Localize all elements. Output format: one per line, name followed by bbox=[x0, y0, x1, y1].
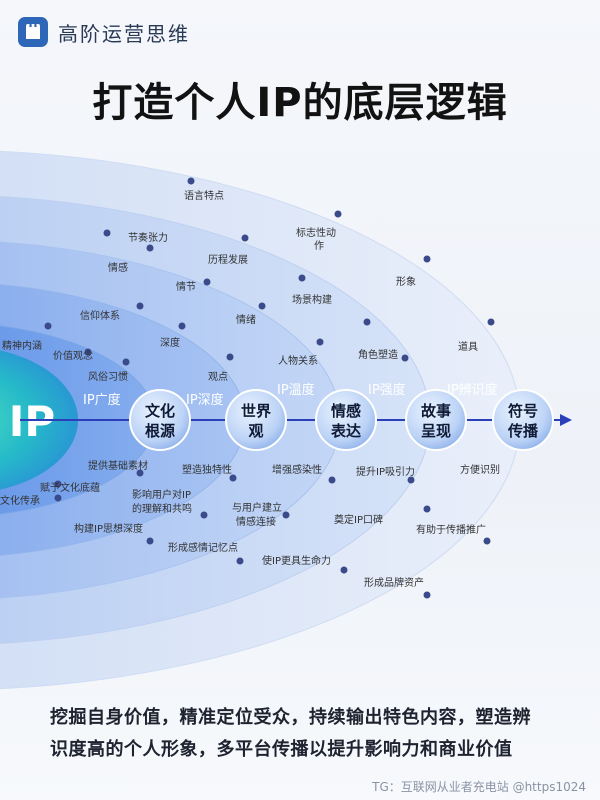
label-scene: 场景构建 bbox=[292, 293, 332, 306]
header: 高阶运营思维 bbox=[18, 16, 190, 48]
summary-line-1: 挖掘自身价值，精准定位受众，持续输出特色内容，塑造辨 bbox=[50, 707, 531, 728]
ring-header-recognition: IP辨识度 bbox=[447, 382, 498, 398]
svg-text:世界: 世界 bbox=[241, 402, 271, 420]
ring-dots bbox=[44, 177, 495, 599]
label-feeling: 情感 bbox=[108, 261, 128, 274]
ring-header-depth: IP深度 bbox=[186, 392, 224, 408]
label-heritage: 赋予文化底蕴 bbox=[40, 481, 100, 494]
label-brand-asset: 形成品牌资产 bbox=[364, 576, 424, 589]
ring-header-strength: IP强度 bbox=[368, 382, 406, 398]
label-signature-move: 标志性动 bbox=[296, 226, 336, 239]
svg-text:符号: 符号 bbox=[508, 402, 538, 420]
ip-layer-diagram: IP IP广度 IP深度 IP温度 IP强度 IP辨识度 文化 根源 世界 观 … bbox=[0, 151, 572, 689]
label-influence: 影响用户对IP bbox=[132, 488, 191, 501]
node-symbol: 符号 传播 bbox=[492, 389, 554, 451]
label-image: 形象 bbox=[396, 276, 416, 288]
ip-core-label: IP bbox=[9, 397, 55, 446]
label-spread: 有助于传播推广 bbox=[416, 523, 486, 536]
label-signature-move-2: 作 bbox=[314, 240, 324, 252]
summary-line-2: 识度高的个人形象，多平台传播以提升影响力和商业价值 bbox=[50, 739, 513, 760]
label-plot: 情节 bbox=[176, 280, 196, 293]
label-rhythm: 节奏张力 bbox=[128, 231, 168, 244]
svg-text:表达: 表达 bbox=[331, 422, 361, 440]
label-values: 价值观念 bbox=[53, 349, 93, 362]
svg-text:呈现: 呈现 bbox=[421, 422, 451, 440]
label-resonance: 的理解和共鸣 bbox=[132, 502, 192, 515]
label-transmit: 文化传承 bbox=[0, 494, 40, 507]
label-role: 角色塑造 bbox=[358, 348, 398, 361]
label-memory: 形成感情记忆点 bbox=[168, 541, 238, 554]
label-material: 提供基础素材 bbox=[88, 459, 148, 472]
label-depth-build: 构建IP思想深度 bbox=[74, 522, 143, 535]
node-culture: 文化 根源 bbox=[129, 389, 191, 451]
label-infectious: 增强感染性 bbox=[272, 463, 322, 476]
label-mood: 情绪 bbox=[236, 313, 256, 326]
ring-header-breadth: IP广度 bbox=[83, 392, 121, 408]
label-belief: 信仰体系 bbox=[80, 310, 120, 322]
ring-header-warmth: IP温度 bbox=[277, 382, 315, 398]
svg-text:故事: 故事 bbox=[421, 402, 451, 420]
label-views: 观点 bbox=[208, 371, 228, 383]
label-emotion-link: 情感连接 bbox=[236, 515, 276, 528]
svg-text:观: 观 bbox=[248, 422, 263, 440]
watermark: TG：互联网从业者充电站 @https1024 bbox=[372, 780, 586, 794]
node-story: 故事 呈现 bbox=[405, 389, 467, 451]
label-language: 语言特点 bbox=[184, 189, 224, 202]
label-customs: 风俗习惯 bbox=[88, 370, 128, 383]
label-build-with: 与用户建立 bbox=[232, 501, 282, 514]
page-title: 打造个人IP的底层逻辑 bbox=[92, 80, 508, 126]
label-props: 道具 bbox=[458, 340, 478, 353]
node-emotion: 情感 表达 bbox=[315, 389, 377, 451]
label-depth: 深度 bbox=[160, 336, 180, 349]
label-vitality: 使IP更具生命力 bbox=[262, 554, 331, 567]
castle-tower-icon bbox=[18, 17, 48, 47]
label-reputation: 奠定IP口碑 bbox=[334, 513, 383, 526]
brand-name: 高阶运营思维 bbox=[58, 21, 190, 46]
axis-arrow-icon bbox=[560, 414, 572, 426]
label-relations: 人物关系 bbox=[278, 354, 318, 367]
label-unique: 塑造独特性 bbox=[182, 463, 232, 476]
label-recognize: 方便识别 bbox=[460, 463, 500, 476]
node-worldview: 世界 观 bbox=[225, 389, 287, 451]
summary-text: 挖掘自身价值，精准定位受众，持续输出特色内容，塑造辨 识度高的个人形象，多平台传… bbox=[50, 702, 570, 766]
label-history: 历程发展 bbox=[208, 253, 248, 266]
label-spiritual: 精神内涵 bbox=[2, 339, 42, 352]
svg-text:根源: 根源 bbox=[145, 422, 175, 440]
svg-text:传播: 传播 bbox=[507, 422, 539, 440]
svg-text:文化: 文化 bbox=[145, 402, 175, 420]
label-attract: 提升IP吸引力 bbox=[356, 465, 415, 478]
svg-text:情感: 情感 bbox=[331, 402, 361, 420]
